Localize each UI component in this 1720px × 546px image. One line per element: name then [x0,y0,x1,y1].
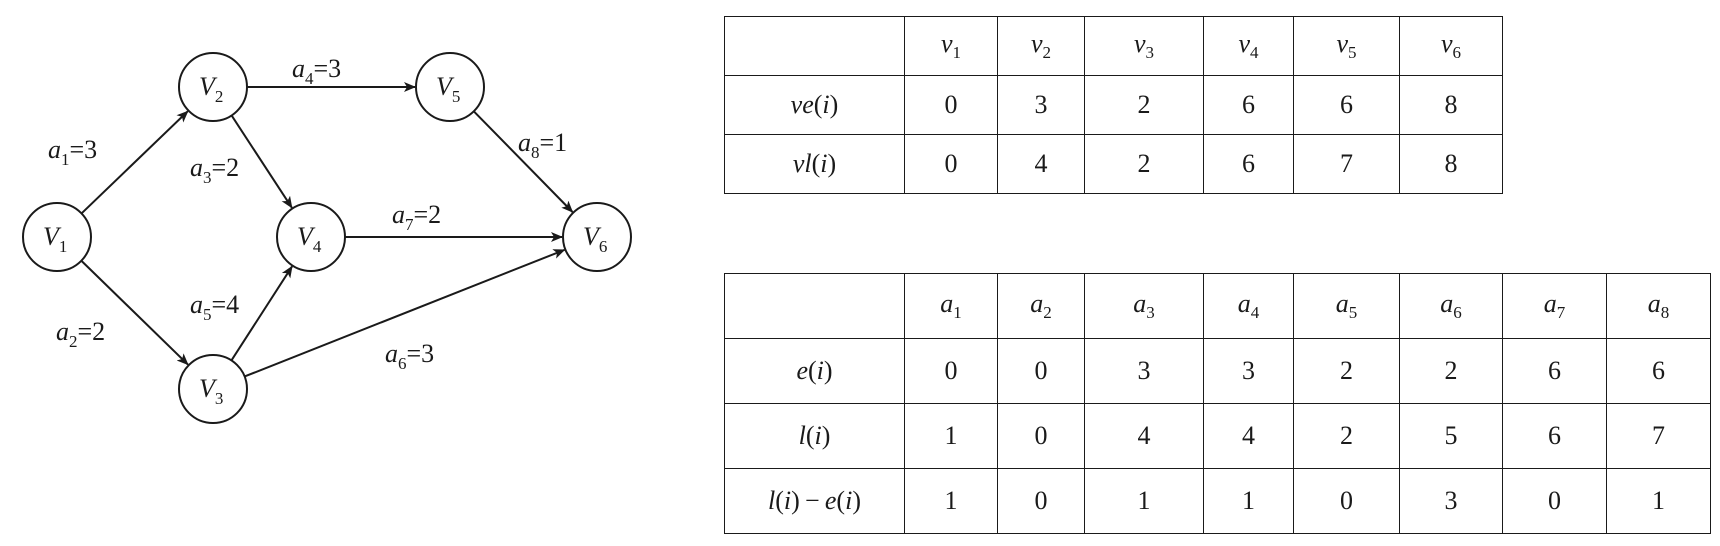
activity-table-cell: 2 [1399,338,1503,404]
activity-table-row-label: e(i) [724,338,905,404]
vertex-table-header-v2: v2 [997,16,1085,76]
activity-table-cell: 5 [1399,403,1503,469]
activity-table-cell: 2 [1293,403,1400,469]
vertex-table-cell: 6 [1293,75,1400,135]
activity-table-header-a1: a1 [904,273,998,339]
node-v6: V6 [562,202,632,272]
vertex-table-cell: 8 [1399,75,1503,135]
node-label-v4: V4 [297,222,322,256]
activity-table-cell: 4 [1084,403,1204,469]
activity-table-cell: 3 [1203,338,1294,404]
node-circle-v5 [415,52,485,122]
activity-table-cell: 2 [1293,338,1400,404]
node-label-v1: V1 [43,222,67,256]
activity-table-cell: 0 [997,338,1085,404]
activity-table-cell: 3 [1399,468,1503,534]
activity-table-row-label: l(i) [724,403,905,469]
activity-table-cell: 3 [1084,338,1204,404]
activity-table-cell: 0 [997,468,1085,534]
vertex-table-header-v6: v6 [1399,16,1503,76]
vertex-table-cell: 0 [904,134,998,194]
vertex-table-cell: 7 [1293,134,1400,194]
edge-label-a7: a7=2 [392,200,441,234]
vertex-table-header-v3: v3 [1084,16,1204,76]
vertex-table-cell: 6 [1203,134,1294,194]
activity-table-cell: 1 [1084,468,1204,534]
vertex-table-cell: 8 [1399,134,1503,194]
node-v5: V5 [415,52,485,122]
activity-table-header-a6: a6 [1399,273,1503,339]
activity-table-cell: 0 [997,403,1085,469]
edge-v2-v4 [230,114,293,209]
activity-table-header-a3: a3 [1084,273,1204,339]
activity-table-cell: 6 [1502,403,1607,469]
edge-v1-v3 [80,260,189,366]
activity-table-cell: 7 [1606,403,1711,469]
vertex-table-row-label: ve(i) [724,75,905,135]
vertex-table-cell: 2 [1084,75,1204,135]
activity-table-header-a4: a4 [1203,273,1294,339]
vertex-table-header-v4: v4 [1203,16,1294,76]
vertex-table-cell: 6 [1203,75,1294,135]
activity-table-row-label: l(i) − e(i) [724,468,905,534]
activity-table-cell: 0 [1502,468,1607,534]
node-label-v2: V2 [199,72,223,106]
vertex-table-cell: 0 [904,75,998,135]
edge-label-a6: a6=3 [385,339,434,373]
edge-v3-v6 [244,248,566,378]
edge-label-a5: a5=4 [190,290,239,324]
activity-table-cell: 6 [1502,338,1607,404]
node-v3: V3 [178,354,248,424]
vertex-table-corner [724,16,905,76]
activity-table-corner [724,273,905,339]
edge-v1-v2 [80,110,189,215]
node-circle-v2 [178,52,248,122]
activity-table-cell: 1 [1203,468,1294,534]
vertex-table-header-v5: v5 [1293,16,1400,76]
activity-table-cell: 0 [1293,468,1400,534]
vertex-table-cell: 2 [1084,134,1204,194]
node-circle-v4 [276,202,346,272]
edge-label-a4: a4=3 [292,54,341,88]
activity-table-cell: 4 [1203,403,1294,469]
activity-table-cell: 0 [904,338,998,404]
node-label-v5: V5 [436,72,460,106]
edge-label-a3: a3=2 [190,153,239,187]
activity-table-cell: 1 [1606,468,1711,534]
activity-table-cell: 1 [904,403,998,469]
node-v4: V4 [276,202,346,272]
activity-table-header-a8: a8 [1606,273,1711,339]
vertex-table-row-label: vl(i) [724,134,905,194]
edge-v5-v6 [473,110,574,213]
activity-table-header-a2: a2 [997,273,1085,339]
vertex-table-cell: 3 [997,75,1085,135]
activity-table-header-a5: a5 [1293,273,1400,339]
node-v2: V2 [178,52,248,122]
vertex-table-header-v1: v1 [904,16,998,76]
node-circle-v1 [22,202,92,272]
vertex-table-cell: 4 [997,134,1085,194]
node-label-v3: V3 [199,374,223,408]
edge-label-a8: a8=1 [518,128,567,162]
node-label-v6: V6 [583,222,607,256]
edge-label-a2: a2=2 [56,317,105,351]
node-circle-v3 [178,354,248,424]
edge-v3-v4 [230,265,293,361]
activity-table-header-a7: a7 [1502,273,1607,339]
activity-table-cell: 1 [904,468,998,534]
node-v1: V1 [22,202,92,272]
node-circle-v6 [562,202,632,272]
activity-table-cell: 6 [1606,338,1711,404]
edge-label-a1: a1=3 [48,135,97,169]
